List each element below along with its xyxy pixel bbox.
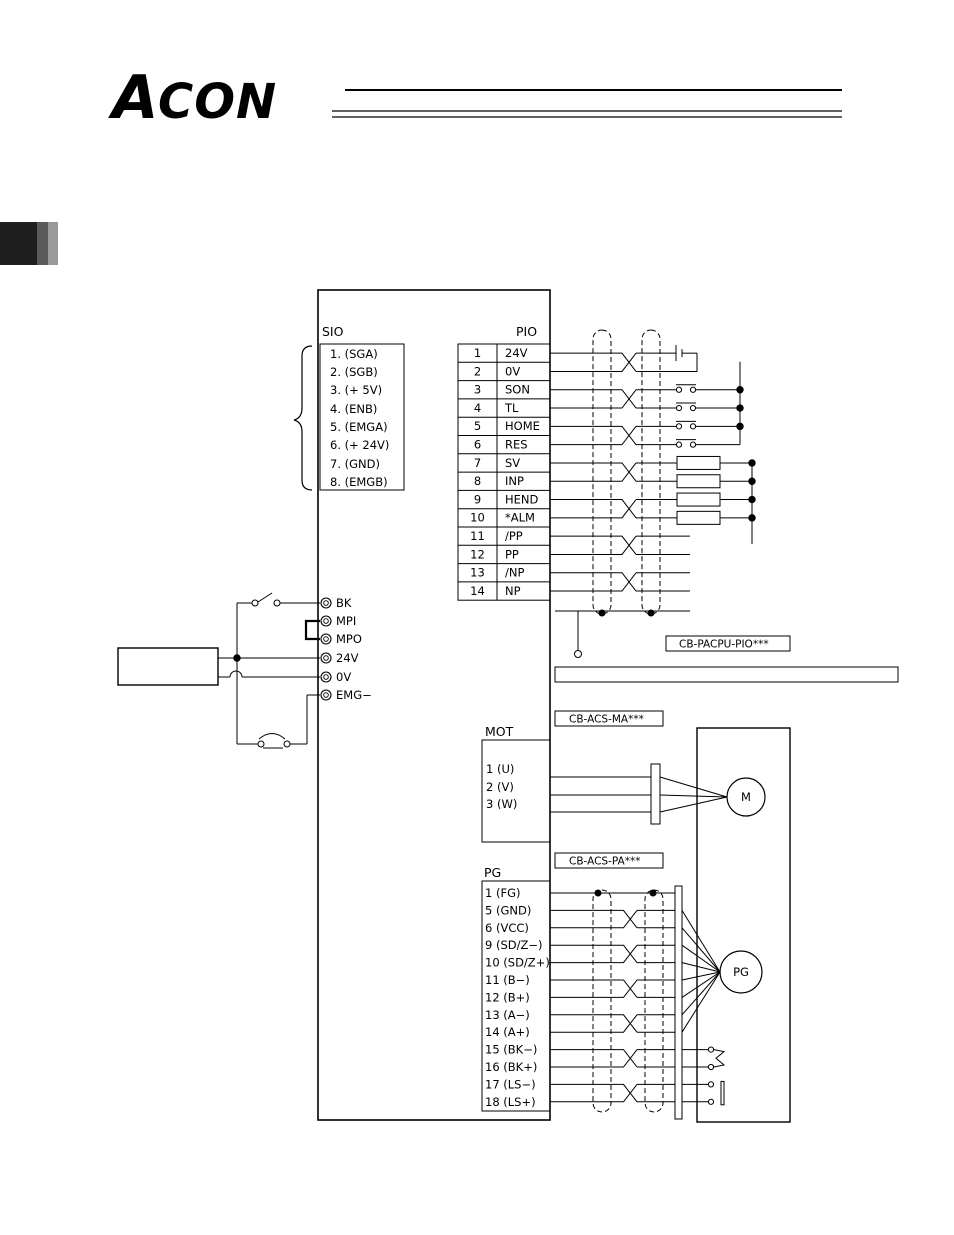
pg-cable-label-box <box>554 852 664 869</box>
pio-pin-name: SON <box>505 383 530 397</box>
header: A CON <box>108 63 842 133</box>
pio-pin-number: 1 <box>474 346 481 360</box>
pio-cable-label: CB-PACPU-PIO*** <box>679 639 769 651</box>
pio-pin-number: 11 <box>470 529 485 543</box>
side-tab-marker <box>0 222 58 265</box>
pg-cable-ferrule <box>674 885 683 1120</box>
pio-pin-number: 8 <box>474 474 481 488</box>
pg-cable-shield <box>592 889 664 1113</box>
pio-pin-number: 13 <box>470 566 485 580</box>
pio-external-wiring <box>550 345 756 592</box>
pg-label: PG <box>484 865 501 880</box>
shield-connection <box>555 609 690 658</box>
pio-label: PIO <box>516 324 537 339</box>
pio-cable-label-box <box>665 635 791 652</box>
sio-pin: 1. (SGA) <box>330 347 378 361</box>
pg-pin: 6 (VCC) <box>485 921 529 935</box>
note-box <box>554 666 899 683</box>
external-power-wiring <box>117 592 320 749</box>
pg-pin: 15 (BK−) <box>485 1043 537 1057</box>
sio-pin: 4. (ENB) <box>330 402 377 416</box>
pg-pin: 17 (LS−) <box>485 1077 536 1091</box>
controller-body <box>317 289 551 1121</box>
terminal-label: BK <box>336 596 352 610</box>
pg-pins: 1 (FG) 5 (GND) 6 (VCC) 9 (SD/Z−) 10 (SD/Z+) 1… <box>485 886 550 1109</box>
pg-cable <box>550 889 726 1106</box>
front-terminals: BK MPI MPO 24V 0V EMG− <box>320 596 372 702</box>
terminal-label: EMG− <box>336 688 372 702</box>
pio-pin-number: 14 <box>470 584 485 598</box>
sio-pin: 8. (EMGB) <box>330 475 388 489</box>
pg-pin: 5 (GND) <box>485 903 531 917</box>
motor-symbol <box>726 777 766 817</box>
sio-label: SIO <box>322 324 344 339</box>
terminal-label: MPO <box>336 632 362 646</box>
pio-pin-number: 10 <box>470 511 485 525</box>
mot-label: MOT <box>485 724 514 739</box>
pio-pin-name: *ALM <box>505 511 535 525</box>
pio-pin-name: 24V <box>505 346 528 360</box>
pio-pin-name: SV <box>505 456 520 470</box>
pg-pin: 9 (SD/Z−) <box>485 938 543 952</box>
pio-pin-name: HOME <box>505 419 540 433</box>
pio-pin-number: 7 <box>474 456 481 470</box>
pio-table: 1 24V 2 0V 3 SON 4 TL 5 HOME 6 RES 7 SV 8 INP 9 HEND 10 *AL… <box>457 343 551 601</box>
sio-pin: 3. (+ 5V) <box>330 383 382 397</box>
pg-pin: 13 (A−) <box>485 1008 530 1022</box>
terminal-label: MPI <box>336 614 356 628</box>
pio-pin-name: NP <box>505 584 521 598</box>
pg-pin: 12 (B+) <box>485 990 530 1004</box>
pio-pin-number: 12 <box>470 547 485 561</box>
mot-pin: 2 (V) <box>486 780 514 794</box>
pio-pin-number: 6 <box>474 438 481 452</box>
terminal-label: 0V <box>336 670 351 684</box>
mot-cable-label-box <box>554 710 664 727</box>
mot-pin: 3 (W) <box>486 797 517 811</box>
pg-pin: 14 (A+) <box>485 1025 530 1039</box>
pio-pin-name: /PP <box>505 529 523 543</box>
pg-box <box>481 880 551 1112</box>
logo-text: CON <box>158 74 277 130</box>
pg-pin: 10 (SD/Z+) <box>485 956 550 970</box>
pio-pin-number: 2 <box>474 364 481 378</box>
power-supply-box <box>117 647 219 686</box>
pio-pin-number: 5 <box>474 419 481 433</box>
sio-brace <box>293 345 313 491</box>
pg-cable-label: CB-ACS-PA*** <box>569 856 640 868</box>
pio-pin-name: RES <box>505 438 528 452</box>
sio-pin: 5. (EMGA) <box>330 420 388 434</box>
mpi-mpo-jumper <box>304 619 320 641</box>
pio-pin-name: 0V <box>505 364 520 378</box>
pio-pin-number: 9 <box>474 492 481 506</box>
mot-cable <box>550 763 728 825</box>
pio-pin-name: /NP <box>505 566 524 580</box>
pio-pin-number: 3 <box>474 383 481 397</box>
logo-letter-a: A <box>108 63 158 133</box>
pg-pin: 1 (FG) <box>485 886 520 900</box>
pg-pin: 11 (B−) <box>485 973 530 987</box>
pg-pin: 16 (BK+) <box>485 1060 537 1074</box>
pio-pin-name: INP <box>505 474 524 488</box>
sio-pin: 6. (+ 24V) <box>330 438 389 452</box>
encoder-label: PG <box>733 965 749 979</box>
actuator-box <box>696 727 791 1123</box>
pg-pin: 18 (LS+) <box>485 1095 536 1109</box>
sio-pin: 7. (GND) <box>330 457 380 471</box>
sio-pin: 2. (SGB) <box>330 365 378 379</box>
sio-pins: 1. (SGA) 2. (SGB) 3. (+ 5V) 4. (ENB) 5. … <box>330 347 389 489</box>
pio-pin-name: PP <box>505 547 519 561</box>
mot-pin: 1 (U) <box>486 762 514 776</box>
pio-pin-number: 4 <box>474 401 481 415</box>
mot-cable-label: CB-ACS-MA*** <box>569 714 644 726</box>
mot-box <box>481 739 551 843</box>
sio-box <box>319 343 405 491</box>
pio-cable-shield <box>592 329 661 615</box>
terminal-label: 24V <box>336 651 359 665</box>
pio-pin-name: TL <box>504 401 519 415</box>
motor-label: M <box>741 790 751 804</box>
pio-pin-name: HEND <box>505 492 539 506</box>
